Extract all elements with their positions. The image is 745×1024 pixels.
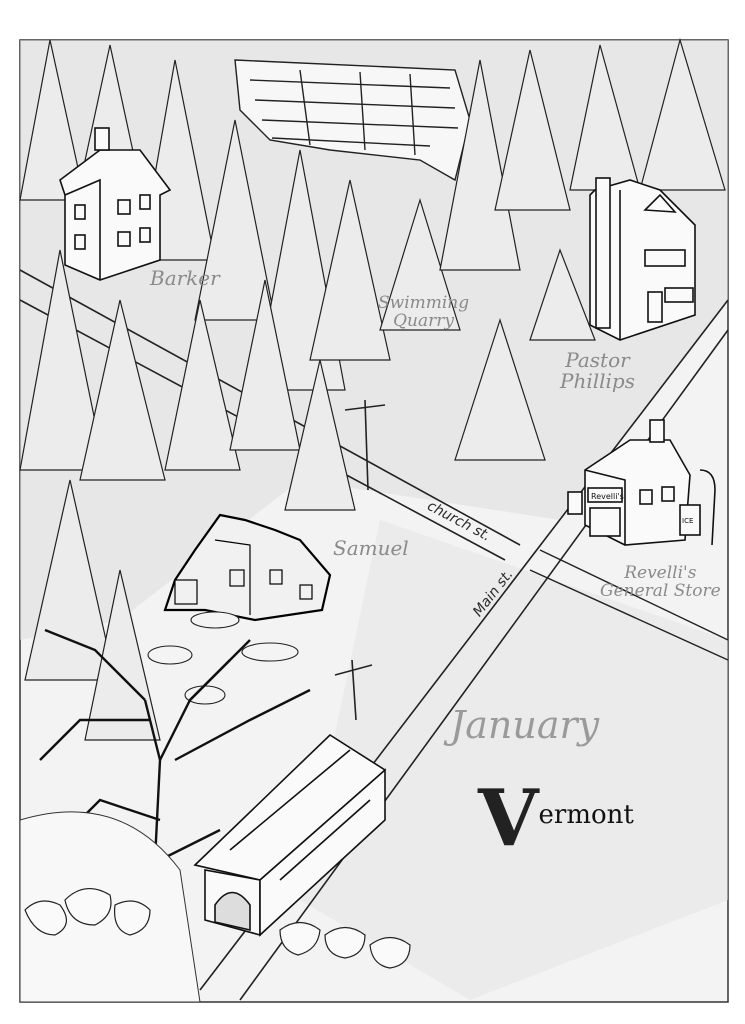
pine-tree: [379, 197, 461, 331]
telephone-pole: [334, 399, 386, 721]
pastor-phillips-label: Pastor Phillips: [560, 350, 635, 392]
ice-sign-text: ICE: [682, 517, 693, 525]
general-store-label: Revelli's General Store: [600, 563, 721, 601]
pastor-label-line1: Pastor: [565, 348, 630, 372]
store-label-line2: General Store: [600, 580, 721, 601]
pine-tree: [309, 179, 391, 361]
pine-tree: [529, 248, 596, 341]
pine-tree: [439, 59, 521, 271]
samuel-label: Samuel: [333, 536, 409, 560]
samuel-house: [163, 513, 332, 622]
quarry-label-line1: Swimming: [378, 293, 470, 313]
store-sign-text: Revelli's: [591, 492, 624, 501]
stone-wall: [24, 888, 411, 969]
store-label-line1: Revelli's: [624, 563, 697, 583]
covered-bridge: [193, 733, 387, 937]
pine-tree: [164, 299, 241, 471]
pine-tree: [284, 359, 356, 511]
pine-tree: [454, 318, 546, 461]
junk-cars: [147, 611, 299, 705]
pine-tree: [19, 249, 106, 471]
swimming-quarry: [234, 59, 471, 182]
pine-tree: [494, 49, 571, 211]
swimming-quarry-label: Swimming Quarry: [378, 293, 470, 331]
field-shading: [300, 520, 728, 1000]
pine-tree: [194, 119, 276, 321]
pine-tree: [639, 37, 726, 191]
bare-tree: [39, 628, 311, 961]
pastor-phillips-house: [589, 177, 696, 341]
town-name-label: January: [450, 703, 600, 747]
side-road: [529, 549, 729, 661]
state-name-label: Vermont: [478, 780, 634, 858]
pine-tree: [229, 279, 301, 451]
pine-tree: [19, 39, 86, 201]
general-store: [567, 419, 716, 546]
barker-house: [59, 127, 172, 281]
pine-tree: [79, 299, 166, 481]
state-rest: ermont: [538, 800, 634, 830]
barker-label: Barker: [150, 266, 220, 290]
pastor-label-line2: Phillips: [560, 369, 635, 393]
state-initial: V: [478, 773, 539, 864]
quarry-label-line2: Quarry: [393, 310, 455, 331]
